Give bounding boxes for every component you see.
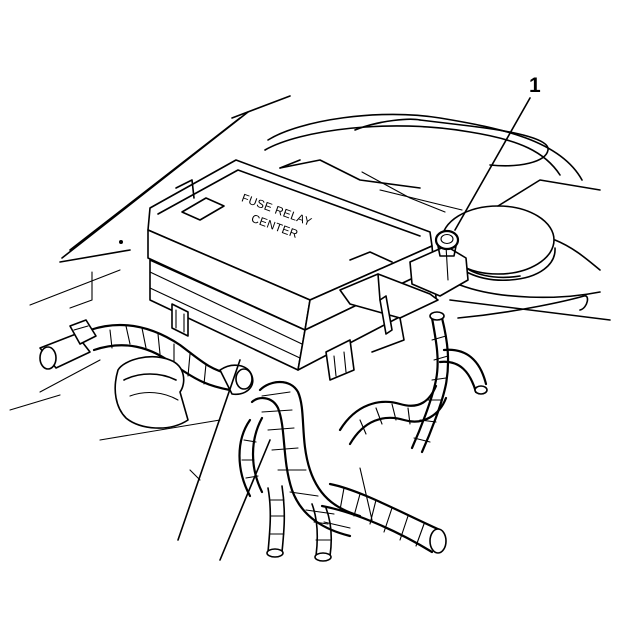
support-lines bbox=[177, 359, 373, 561]
ground-wire bbox=[410, 311, 450, 454]
left-harness bbox=[39, 319, 254, 429]
mounting-bolt bbox=[434, 229, 460, 257]
fuse-relay-center-box bbox=[147, 159, 469, 381]
callout-1-number: 1 bbox=[529, 74, 541, 97]
round-opening bbox=[441, 179, 611, 321]
lower-harness bbox=[238, 348, 488, 562]
body-panels bbox=[9, 95, 291, 441]
callout-1: 1 bbox=[454, 74, 541, 231]
upper-tray bbox=[264, 113, 583, 213]
panel-rivet bbox=[119, 240, 123, 244]
callout-1-leader bbox=[454, 97, 531, 231]
